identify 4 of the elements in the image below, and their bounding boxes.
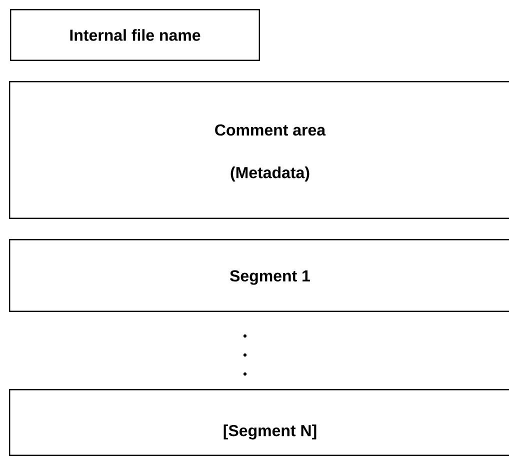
file-name-box: Internal file name [10,9,260,61]
section-box: Comment area (Metadata) [9,81,509,219]
section-box: Segment 1 [9,239,509,312]
section-box: [Segment N] [9,389,509,456]
